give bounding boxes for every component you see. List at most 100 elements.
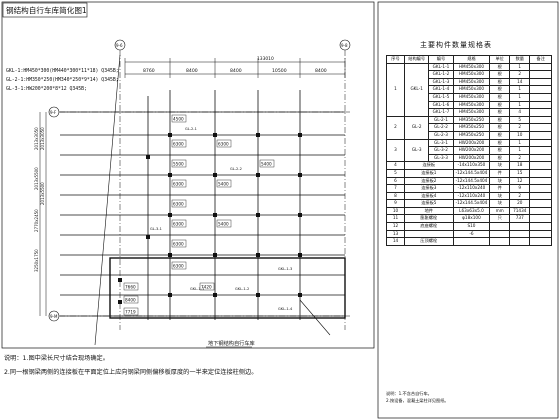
cell-spec: HM450x300: [452, 85, 491, 94]
cell-remark: [529, 191, 552, 201]
cell-remark: [529, 62, 552, 72]
cell-qty: 2: [509, 191, 531, 201]
cell-struct: 连接板5: [404, 199, 454, 208]
cell-remark: [529, 153, 552, 163]
col-header: 备注: [529, 55, 552, 64]
left-dim: 2013x3050: [34, 127, 39, 150]
cell-struct: 压顶螺栓: [404, 237, 454, 246]
left-dim: 2770x2450: [34, 209, 39, 232]
cell-remark: [529, 85, 552, 94]
cell-remark: [529, 168, 552, 178]
cell-remark: [529, 146, 552, 155]
beam-label: GKL-1-3: [278, 267, 292, 271]
cell-no: 7: [386, 184, 405, 193]
cell-remark: [529, 100, 552, 110]
grid-label: 9-M: [50, 314, 58, 319]
col-header: 规格: [452, 55, 491, 64]
cell-spec: HW200x200: [452, 146, 491, 155]
grid-label: 9-8: [341, 43, 348, 48]
cell-no: 11: [386, 214, 405, 224]
cell-spec: -12x144.5x404: [452, 168, 491, 178]
cell-unit: 根: [489, 115, 511, 125]
dim-ticks: [124, 58, 346, 78]
cell-code: GKL-1-4: [428, 85, 454, 94]
row-dim: 7660: [125, 285, 136, 290]
cell-spec: φ18x100: [452, 214, 491, 224]
row-dim: 6300: [173, 242, 184, 247]
cell-struct: 连接板: [404, 161, 454, 170]
cell-remark: [529, 108, 552, 117]
dim-label: 8760: [143, 68, 155, 74]
cell-qty: [509, 229, 531, 239]
cell-qty: 737: [509, 214, 531, 224]
beam-label: GKL-1-1: [190, 287, 204, 291]
cell-unit: [489, 237, 511, 246]
row-dims: 4500 6300 5500 6300 6300 6300 6300 6300 …: [123, 114, 275, 316]
cell-code: GKL-1-1: [428, 62, 454, 72]
row-dim: 7719: [125, 310, 136, 315]
row-dim: 4500: [173, 117, 184, 122]
cell-remark: [529, 130, 552, 140]
row-dim: 5400: [218, 222, 229, 227]
cell-qty: 2: [509, 153, 531, 163]
cell-code: GL-2-3: [428, 130, 454, 140]
cell-qty: 2: [509, 70, 531, 79]
col-header: 单位: [489, 55, 511, 64]
cell-unit: 块: [489, 191, 511, 201]
beam-label: GKL-1-2: [235, 287, 249, 291]
row-dim: 6300: [173, 222, 184, 227]
beam-labels: GL-2-1 GL-2-2 GKL-1-1 GKL-1-2 GKL-1-3 GK…: [150, 127, 293, 311]
cell-qty: 14: [509, 77, 531, 87]
cell-no: 5: [386, 168, 405, 178]
cell-remark: [529, 184, 552, 193]
cell-remark: [529, 237, 552, 246]
cell-qty: 1: [509, 146, 531, 155]
cell-code: GL-3-2: [428, 146, 454, 155]
cell-spec: HM450x300: [452, 77, 491, 87]
cell-unit: 根: [489, 138, 511, 148]
plan-beams: [60, 111, 345, 317]
note-line: 说明：1.图中梁长尺寸结合现场确定。: [4, 355, 109, 362]
title-box: [2, 2, 88, 18]
cell-spec: HM450x300: [452, 62, 491, 72]
cell-spec: HM450x300: [452, 108, 491, 117]
left-dim: 2013x5500: [40, 182, 45, 205]
cell-struct: 连接板3: [404, 184, 454, 193]
cell-spec: L63x63x5.0: [452, 206, 491, 216]
row-dim: 6300: [173, 202, 184, 207]
cell-qty: 15: [509, 168, 531, 178]
cell-unit: mm: [489, 206, 511, 216]
plan-columns-lines: [147, 90, 301, 320]
cell-struct: 连接板1: [404, 168, 454, 178]
cell-struct: [404, 229, 454, 239]
plan-title: 地下钢结构自行车库: [208, 339, 255, 347]
cell-spec: HW200x200: [452, 153, 491, 163]
ramp-line: [94, 54, 121, 346]
cell-qty: 71434: [509, 206, 531, 216]
table-frame: [377, 1, 559, 419]
footer-line: 2.按设备，混凝土梁柱详见图纸。: [386, 398, 449, 403]
cell-struct: GL-3: [403, 138, 430, 163]
cell-no: 13: [386, 229, 405, 239]
cell-remark: [529, 206, 552, 216]
cell-qty: 9: [509, 184, 531, 193]
cell-qty: 10: [509, 130, 531, 140]
cell-unit: 根: [489, 92, 511, 102]
cell-unit: 件: [489, 168, 511, 178]
row-dim: 6300: [218, 142, 229, 147]
cell-remark: [529, 229, 552, 239]
cell-code: GL-3-3: [428, 153, 454, 163]
cell-struct: 底座螺栓: [404, 222, 454, 231]
cell-unit: 根: [489, 85, 511, 94]
cell-unit: [489, 229, 511, 239]
cell-unit: 件: [489, 184, 511, 193]
col-header: 编号: [428, 55, 454, 64]
cell-unit: 块: [489, 199, 511, 208]
